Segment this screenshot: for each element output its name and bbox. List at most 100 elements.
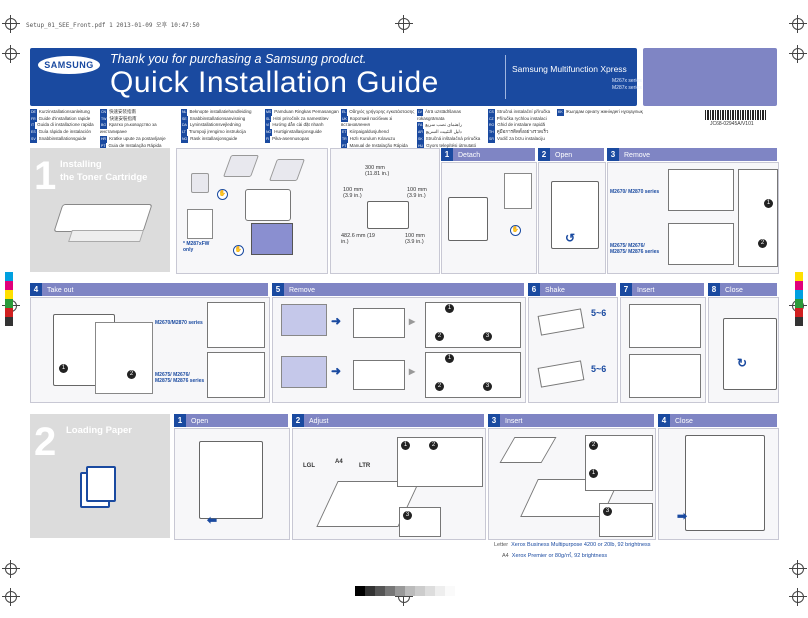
color-swatch-green xyxy=(5,299,13,308)
step-marker: 1 xyxy=(589,469,598,478)
paper-size-ltr: LTR xyxy=(359,463,371,469)
crop-mark-left-upper xyxy=(2,45,20,63)
s2-step-1-open-panel: ⬅ xyxy=(174,428,290,540)
clearance-panel: 300 mm (11.81 in.) 100 mm (3.9 in.) 100 … xyxy=(330,148,440,274)
remove-model-label-2: M2675/ M2676/ M2875/ M2876 series xyxy=(610,243,660,255)
crop-mark-bottom-left xyxy=(2,588,20,606)
samsung-logo: SAMSUNG xyxy=(38,56,100,74)
step-marker: 2 xyxy=(435,382,444,391)
takeout-model-label-2: M2675/ M2676/ M2875/ M2876 series xyxy=(155,372,205,384)
shake-count: 5~6 xyxy=(591,364,607,374)
fax-model-note: * M287xFW only xyxy=(183,241,210,253)
paper-size-lgl: LGL xyxy=(303,463,315,469)
printer-tray-close-illustration xyxy=(685,435,765,531)
printer-clearance-illustration xyxy=(367,201,409,229)
step-marker: 1 xyxy=(59,364,68,373)
color-swatch-green xyxy=(795,299,803,308)
step-marker: 3 xyxy=(483,332,492,341)
shake-count: 5~6 xyxy=(591,308,607,318)
series-list: M267x series M287x series xyxy=(612,78,642,92)
header-color-block xyxy=(643,48,777,106)
step-marker: 2 xyxy=(429,441,438,450)
step-2-open-panel: ↺ xyxy=(538,162,606,274)
step-8-close-panel: ↻ xyxy=(708,297,779,403)
header-divider xyxy=(505,55,506,99)
toner-insert-illustration xyxy=(629,354,701,398)
color-swatch-black xyxy=(5,317,13,326)
section1-title: Installing the Toner Cartridge xyxy=(60,159,148,183)
barcode xyxy=(705,110,767,120)
color-swatch-cyan xyxy=(5,272,13,281)
packing-bag-illustration xyxy=(281,304,327,336)
color-swatch-black xyxy=(795,317,803,326)
clearance-front: 482.6 mm (19 in.) xyxy=(341,233,375,245)
arrow-right-icon: ➜ xyxy=(331,314,342,328)
s2-step-4-close-panel: ➡ xyxy=(658,428,779,540)
clearance-left: 100 mm (3.9 in.) xyxy=(343,187,363,199)
toner-takeout-detail xyxy=(95,322,153,394)
accessory-illustration xyxy=(191,173,209,193)
header-banner xyxy=(30,48,637,106)
packing-box-illustration xyxy=(251,223,293,255)
barcode-code: JC68-02945A/V101 xyxy=(710,121,754,127)
product-line: Samsung Multifunction Xpress xyxy=(512,64,627,74)
page-title: Quick Installation Guide xyxy=(110,66,439,99)
section2-title: Loading Paper xyxy=(66,425,132,436)
arrow-right-icon: ➜ xyxy=(331,364,342,378)
color-swatch-cyan xyxy=(795,290,803,299)
crop-mark-bottom-right xyxy=(789,588,807,606)
cartridge-unwrap-illustration xyxy=(353,308,405,338)
remove-model-label-1: M2670/ M2870 series xyxy=(610,189,660,195)
crop-mark-right-lower xyxy=(789,560,807,578)
printer-illustration xyxy=(448,197,488,241)
toner-cartridge-base xyxy=(68,230,144,242)
toner-shake-illustration xyxy=(537,360,585,388)
toner-insert-illustration xyxy=(629,304,701,348)
hand-icon: ✋ xyxy=(510,225,521,236)
step-marker: 3 xyxy=(603,507,612,516)
unpacking-panel: * M287xFW only ✋ ✋ xyxy=(176,148,328,274)
arrow-icon: ↺ xyxy=(565,231,576,245)
grayscale-bar xyxy=(355,586,455,596)
color-swatch-yellow xyxy=(5,290,13,299)
crop-mark-top-right xyxy=(789,15,807,33)
printer-detail-illustration xyxy=(668,223,734,265)
printer-close-illustration xyxy=(723,318,777,390)
file-info: Setup_01_SEE_Front.pdf 1 2013-01-09 오후 1… xyxy=(26,22,200,29)
printer-detail-illustration xyxy=(668,169,734,211)
printer-tray-open-illustration xyxy=(199,441,263,519)
step-marker: 2 xyxy=(435,332,444,341)
step-7-insert-panel xyxy=(620,297,706,403)
guide-adjust-detail xyxy=(397,437,483,487)
footnote-letter: Letter Xerox Business Multipurpose 4200 … xyxy=(494,542,651,548)
